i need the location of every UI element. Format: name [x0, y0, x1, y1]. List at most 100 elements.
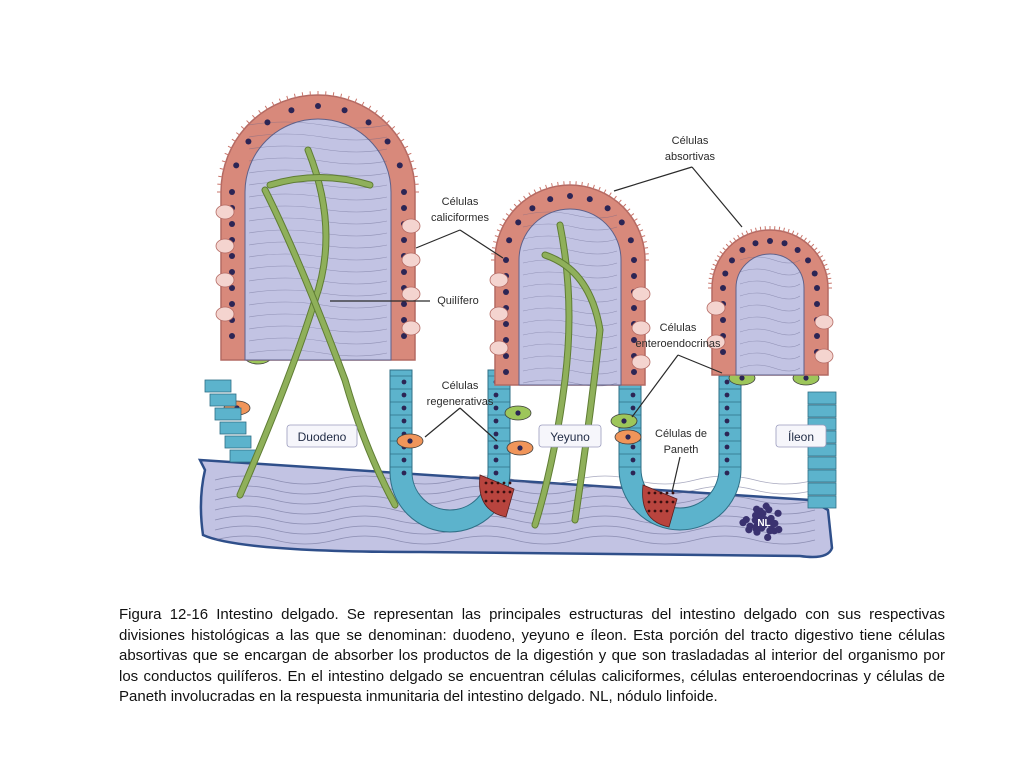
absorptive-nucleus — [604, 205, 611, 212]
paneth-cells-granule — [484, 499, 488, 503]
crypt-nucleus — [724, 457, 730, 463]
brush-border — [221, 160, 226, 163]
callout-absortivas-line1: Células — [672, 135, 709, 147]
brush-border — [252, 114, 256, 119]
brush-border — [807, 240, 811, 245]
brush-border — [258, 109, 262, 114]
absorptive-nucleus — [811, 270, 818, 277]
absorptive-nucleus — [503, 321, 509, 327]
goblet-cell — [489, 340, 509, 356]
goblet-cell — [401, 218, 421, 234]
crypt-nucleus — [493, 431, 499, 437]
nodule-label: NL — [757, 518, 770, 529]
absorptive-nucleus — [752, 240, 759, 247]
paneth-cells-granule — [647, 491, 651, 495]
crypt-nucleus — [401, 418, 407, 424]
brush-border — [608, 192, 612, 197]
brush-border — [712, 263, 717, 267]
callout-regenerativas-line2: regenerativas — [427, 396, 494, 408]
leader-regenerativas-2 — [459, 407, 498, 442]
absorptive-nucleus — [229, 333, 235, 339]
paneth-cells-granule — [647, 500, 651, 504]
brush-border — [630, 213, 635, 217]
absorptive-nucleus — [720, 349, 726, 355]
lamina-texture — [739, 256, 801, 264]
absorptive-nucleus — [503, 353, 509, 359]
paneth-cells-granule — [502, 490, 506, 494]
callout-paneth-line2: Paneth — [664, 444, 699, 456]
absorptive-nucleus — [315, 103, 321, 109]
brush-border — [264, 105, 268, 110]
callout-absortivas-line2: absortivas — [665, 151, 716, 163]
paneth-cells-granule — [659, 491, 663, 495]
brush-border — [783, 227, 785, 232]
paneth-cells-granule — [490, 499, 494, 503]
absorptive-nucleus — [814, 301, 820, 307]
absorptive-nucleus — [739, 246, 746, 253]
brush-border — [709, 273, 714, 275]
absorptive-nucleus — [631, 369, 637, 375]
leader-caliciformes-1 — [415, 229, 461, 249]
absorptive-nucleus — [728, 257, 735, 264]
lamina-texture — [739, 304, 801, 312]
absorptive-nucleus — [288, 107, 295, 114]
absorptive-nucleus — [547, 196, 554, 203]
absorptive-nucleus — [805, 257, 812, 264]
absorptive-nucleus — [229, 301, 235, 307]
lacteal-duodeno — [262, 187, 398, 508]
lamina-texture — [522, 247, 618, 255]
goblet-cell — [631, 354, 651, 370]
regenerative-cell-nucleus — [625, 434, 631, 440]
crypt-nucleus — [630, 405, 636, 411]
nodule-cell — [751, 516, 759, 524]
brush-border — [410, 160, 415, 163]
goblet-cell — [631, 286, 651, 302]
brush-border — [719, 251, 724, 255]
brush-border — [404, 145, 409, 149]
callout-regenerativas-line1: Células — [442, 380, 479, 392]
absorptive-nucleus — [229, 269, 235, 275]
brush-border — [380, 114, 384, 119]
lamina-texture — [248, 169, 388, 177]
paneth-cells-granule — [496, 499, 500, 503]
brush-border — [716, 255, 721, 259]
absorptive-nucleus — [631, 257, 637, 263]
brush-border — [400, 138, 405, 142]
brush-border — [505, 213, 510, 217]
enteroendocrine-cell-nucleus — [803, 375, 809, 381]
lamina-texture — [248, 157, 388, 165]
goblet-cell — [631, 320, 651, 336]
paneth-cells — [642, 484, 678, 528]
goblet-cell — [401, 286, 421, 302]
brush-border — [347, 95, 350, 100]
paneth-cells-granule — [665, 509, 669, 513]
brush-border — [722, 247, 727, 251]
absorptive-nucleus — [722, 270, 729, 277]
enteroendocrine-cell-nucleus — [515, 410, 521, 416]
paneth-cells-granule — [496, 481, 500, 485]
absorptive-nucleus — [229, 253, 235, 259]
paneth-cells-granule — [653, 500, 657, 504]
brush-border — [825, 268, 830, 271]
brush-border — [581, 181, 583, 187]
brush-border — [332, 92, 335, 97]
brush-border — [622, 203, 627, 208]
lamina-texture — [248, 241, 388, 249]
paneth-cells-granule — [490, 481, 494, 485]
lamina-texture — [522, 295, 618, 303]
nodule-cell — [760, 521, 768, 529]
absorptive-nucleus — [529, 205, 536, 212]
leader-regenerativas-1 — [424, 407, 461, 438]
nodule-cell — [761, 516, 769, 524]
brush-border — [286, 95, 289, 100]
crypt-cell — [204, 379, 232, 393]
submucosa-block — [197, 458, 834, 559]
region-box-yeyuno — [538, 424, 602, 448]
lamina-texture — [522, 223, 618, 231]
absorptive-nucleus — [503, 369, 509, 375]
crypt-nucleus — [630, 457, 636, 463]
callout-enteroendocrinas-line2: enteroendocrinas — [635, 338, 721, 350]
brush-border — [803, 237, 807, 242]
leader-lines — [330, 166, 743, 493]
goblet-cell — [706, 334, 726, 350]
